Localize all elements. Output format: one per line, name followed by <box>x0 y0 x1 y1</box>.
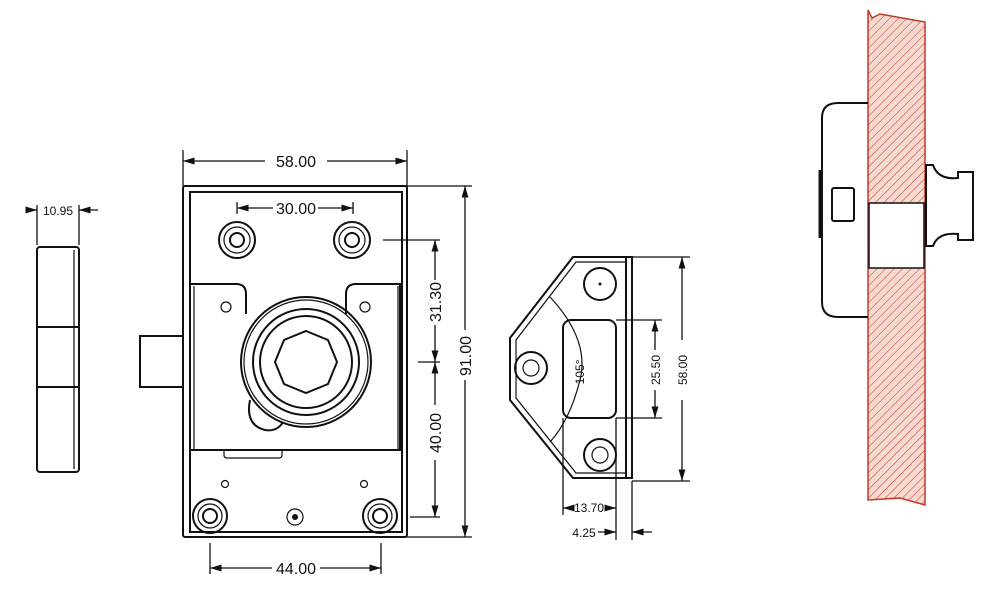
lock-body <box>182 185 408 538</box>
screw <box>192 498 228 534</box>
screw <box>362 498 398 534</box>
dim-side-thickness: 10.95 <box>43 204 73 218</box>
strike-plate: 105° 25.50 58.00 13.70 4.25 <box>509 256 690 540</box>
dim-body-width: 58.00 <box>276 154 316 171</box>
side-view: 10.95 <box>25 204 98 473</box>
dim-strike-depth: 13.70 <box>574 501 604 515</box>
knob <box>925 164 974 247</box>
installed-section-view <box>818 9 974 506</box>
dim-strike-angle: 105° <box>573 359 587 384</box>
dim-top-screw-spacing: 30.00 <box>276 201 316 218</box>
bolt-opening <box>831 187 855 222</box>
screw <box>333 221 371 259</box>
latch-bolt <box>139 335 184 388</box>
dim-lower-offset: 40.00 <box>428 413 445 453</box>
lock-body-side <box>821 102 868 318</box>
screw <box>218 221 256 259</box>
dim-strike-flange: 4.25 <box>572 526 596 540</box>
dim-upper-offset: 31.30 <box>428 282 445 322</box>
dim-strike-opening: 25.50 <box>649 355 663 385</box>
front-view: 58.00 30.00 31.30 40.00 91.00 44.00 <box>139 150 475 578</box>
dim-body-height: 91.00 <box>458 336 475 376</box>
dim-strike-height: 58.00 <box>676 355 690 385</box>
cylinder-hole <box>868 202 925 269</box>
cover-plate <box>190 283 401 451</box>
cylinder-knob <box>240 296 372 432</box>
dim-bottom-screw-spacing: 44.00 <box>276 561 316 578</box>
